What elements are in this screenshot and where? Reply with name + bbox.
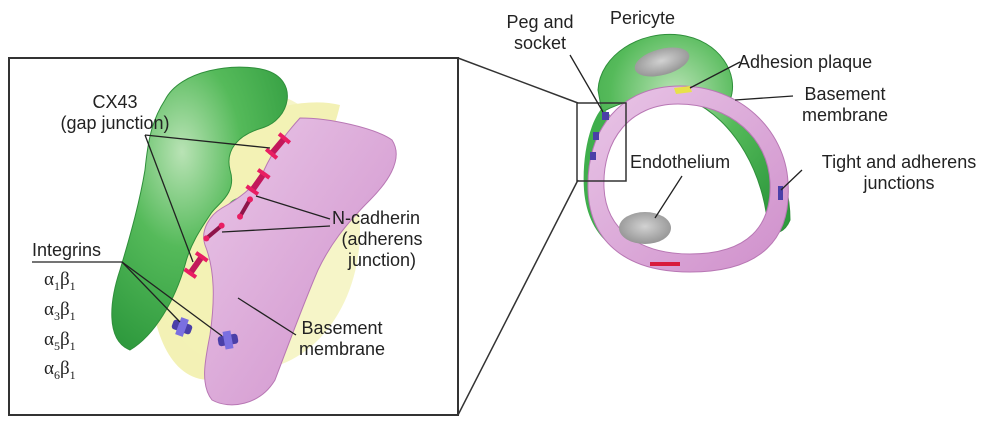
ncadherin-label-line1: N-cadherin: [332, 208, 432, 229]
pericyte-label: Pericyte: [610, 8, 675, 29]
tight-junctions-label: Tight and adherens junctions: [800, 152, 998, 194]
peg-socket-label: Peg and socket: [495, 12, 585, 54]
leader-endothelium: [655, 176, 682, 218]
vessel-basement-label: Basement membrane: [790, 84, 900, 126]
vessel-basement-label-line2: membrane: [790, 105, 900, 126]
cx43-label: CX43 (gap junction): [40, 92, 190, 134]
ncadherin-label-line2: (adherens: [332, 229, 432, 250]
tight-junctions-label-line1: Tight and adherens: [800, 152, 998, 173]
vessel-basement-label-line1: Basement: [790, 84, 900, 105]
integrin-item-1: α1β1: [44, 268, 76, 298]
inset-basement-label: Basement membrane: [292, 318, 392, 360]
zoom-line-bottom: [458, 180, 578, 415]
integrins-title: Integrins: [32, 240, 101, 261]
endothelium-label: Endothelium: [630, 152, 730, 173]
tight-junctions-label-line2: junctions: [800, 173, 998, 194]
ncadherin-label: N-cadherin (adherens junction): [332, 208, 432, 271]
ncadherin-label-line3: junction): [332, 250, 432, 271]
integrin-item-2: α3β1: [44, 298, 76, 328]
cx43-label-line2: (gap junction): [40, 113, 190, 134]
cx43-label-line1: CX43: [40, 92, 190, 113]
leader-basement-vessel: [735, 96, 793, 100]
inset-basement-label-line2: membrane: [292, 339, 392, 360]
inset-basement-label-line1: Basement: [292, 318, 392, 339]
integrin-item-3: α5β1: [44, 328, 76, 358]
peg-socket-label-line2: socket: [495, 33, 585, 54]
endothelial-nucleus: [619, 212, 671, 244]
integrins-list: α1β1 α3β1 α5β1 α6β1: [44, 268, 76, 387]
vessel-junction-mark: [650, 262, 680, 266]
peg-socket-label-line1: Peg and: [495, 12, 585, 33]
zoom-line-top: [458, 58, 578, 103]
adhesion-plaque-label: Adhesion plaque: [738, 52, 872, 73]
integrin-item-4: α6β1: [44, 357, 76, 387]
